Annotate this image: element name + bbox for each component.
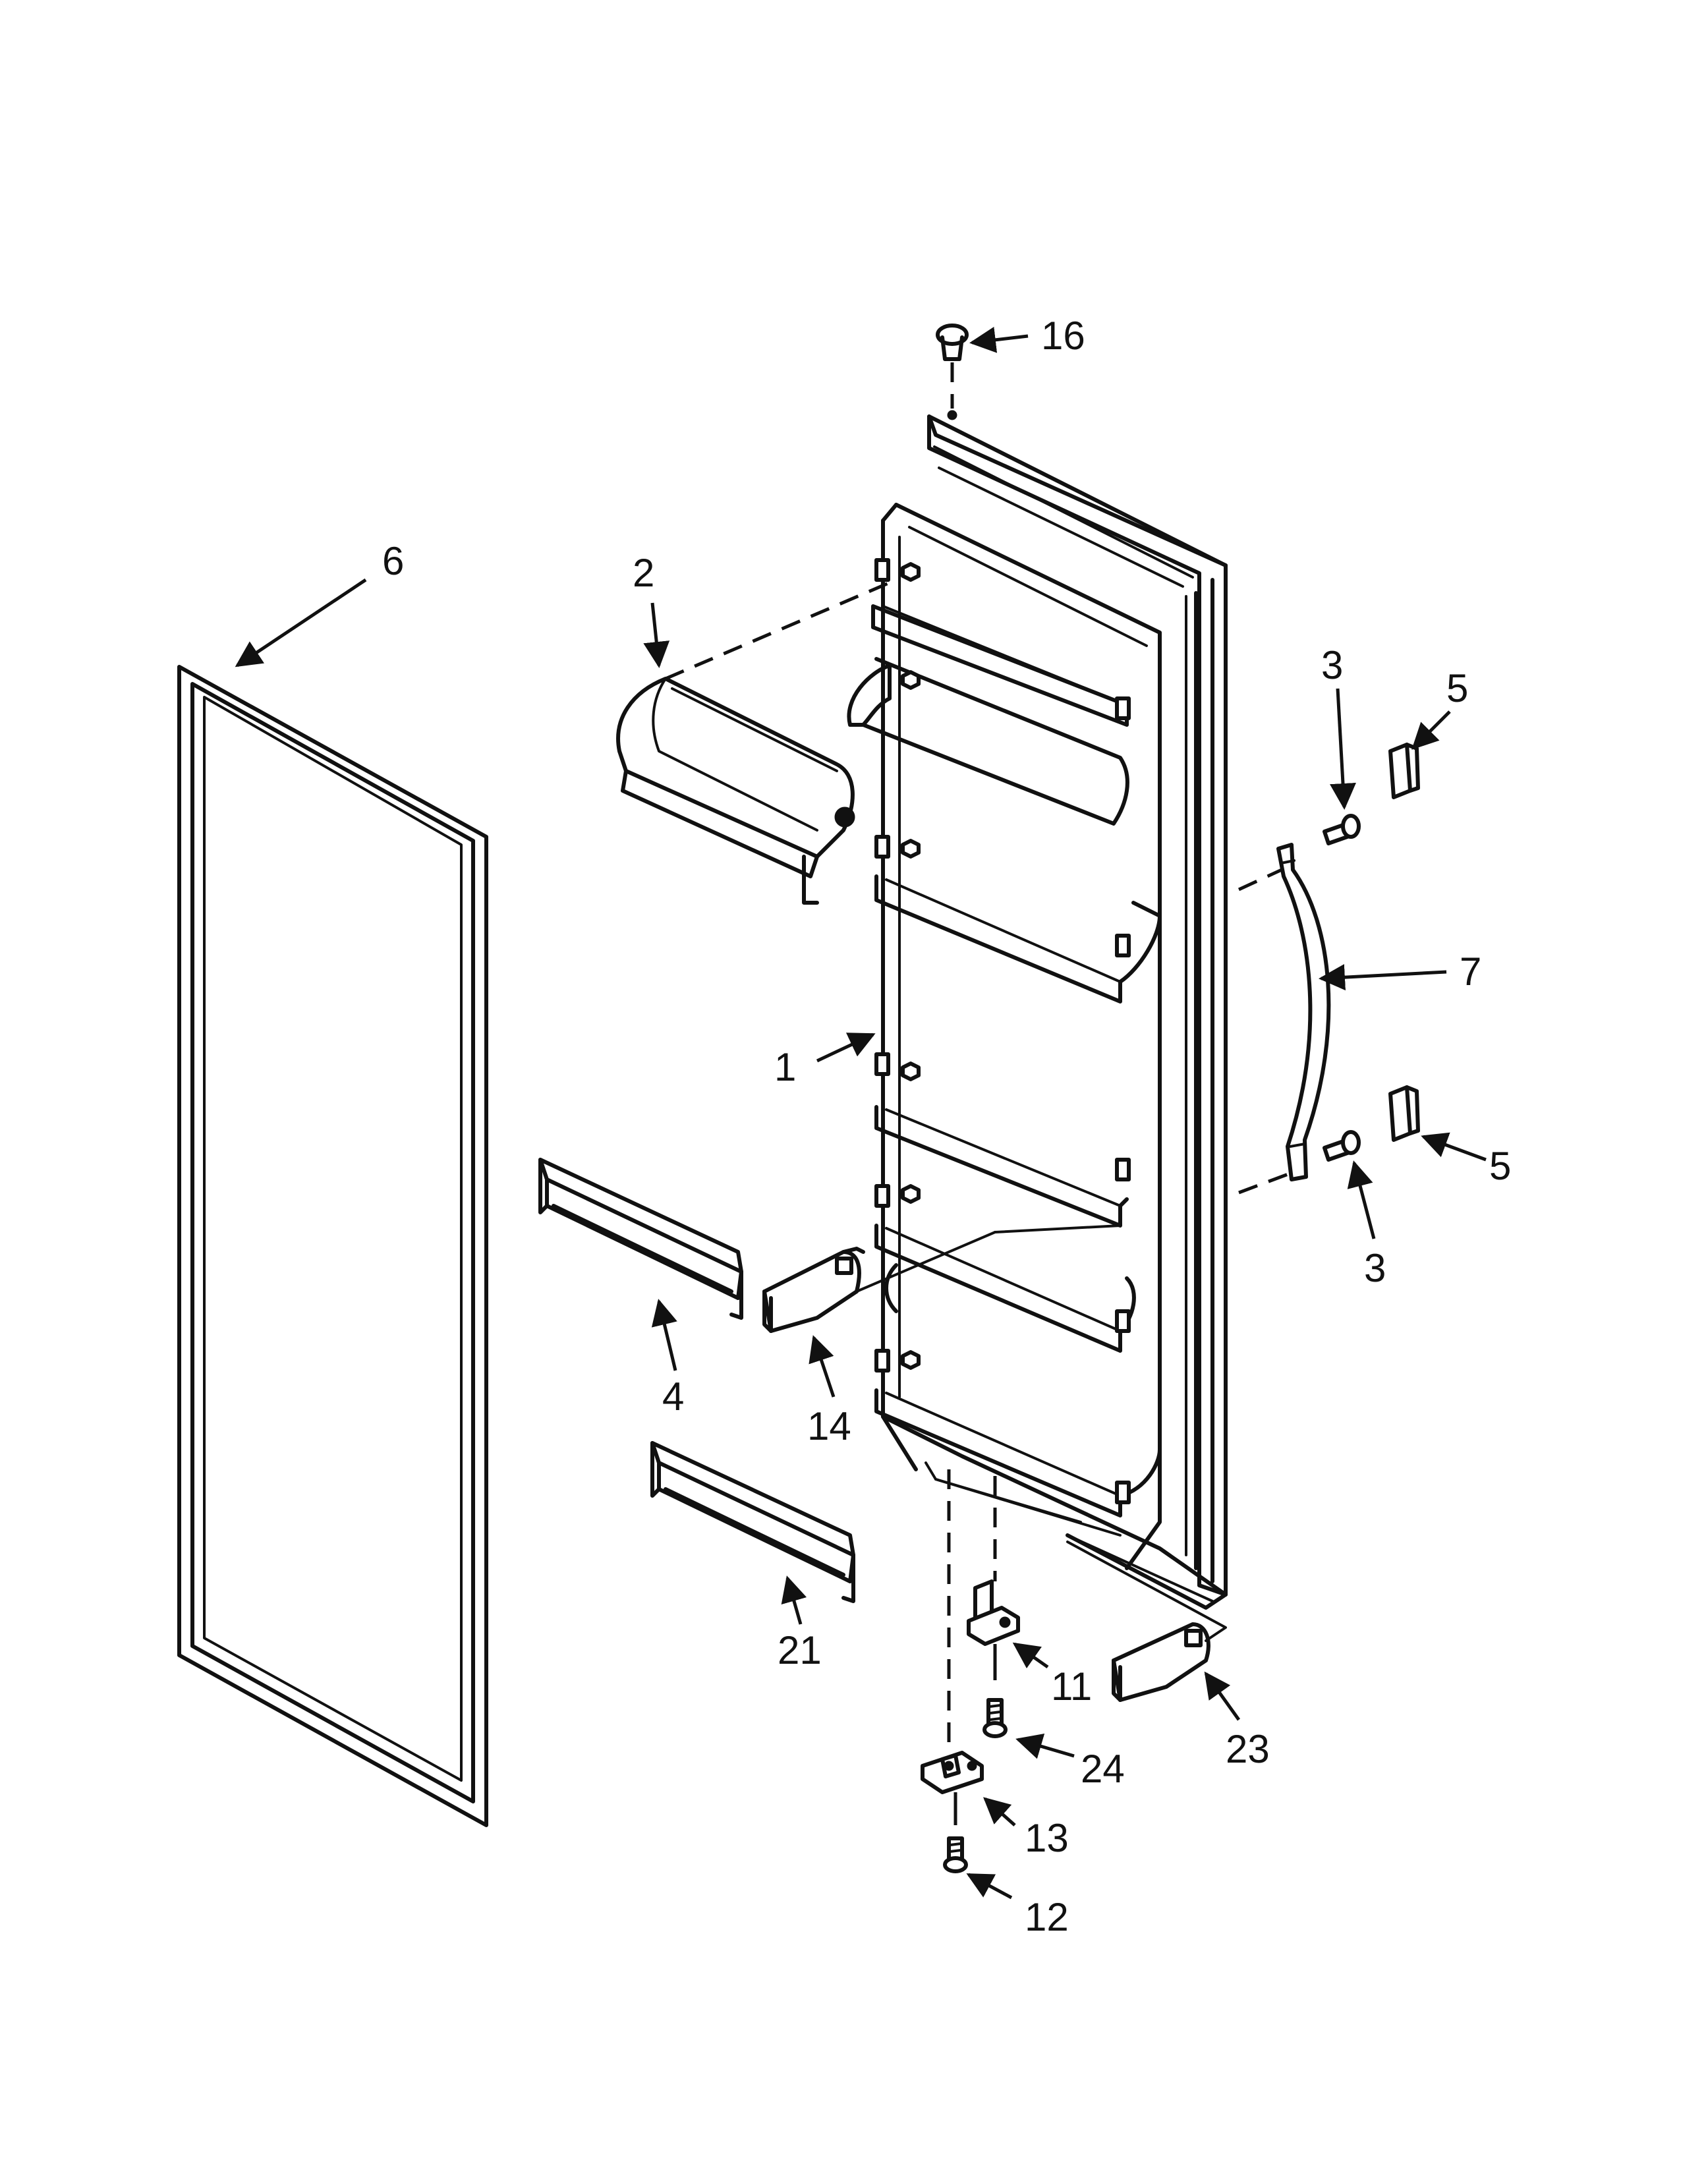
callout-13: 13	[1025, 1816, 1069, 1860]
shelf-end-cap-part-23	[1066, 1541, 1227, 1702]
handle-end-cap-part-5-top	[1388, 743, 1420, 799]
callout-1: 1	[774, 1045, 796, 1089]
leader-16	[969, 326, 1029, 353]
screw-part-12	[943, 1836, 968, 1873]
callout-3-bottom: 3	[1364, 1246, 1386, 1290]
leader-arrows	[235, 326, 1487, 1900]
shelf-retainer-bar-part-21	[650, 1441, 855, 1603]
shelf-end-cap-part-14	[762, 1231, 996, 1333]
door-plug-part-16	[936, 324, 969, 420]
callout-21: 21	[778, 1628, 822, 1672]
hinge-part-11	[967, 1476, 1020, 1680]
callout-11: 11	[1051, 1664, 1092, 1709]
leader-14	[809, 1335, 836, 1398]
screw-part-24	[982, 1698, 1008, 1738]
handle-screw-part-3-top	[1323, 814, 1361, 845]
shelf-retainer-bar-part-4	[538, 1158, 743, 1320]
callout-23: 23	[1226, 1727, 1270, 1771]
leader-3-top	[1330, 688, 1356, 810]
handle-screw-part-3-bottom	[1323, 1130, 1361, 1162]
hinge-part-13	[921, 1469, 984, 1825]
callout-16: 16	[1041, 314, 1085, 358]
callout-12: 12	[1025, 1895, 1069, 1939]
leader-11	[1012, 1642, 1049, 1669]
leader-24	[1015, 1733, 1075, 1759]
callout-14: 14	[807, 1404, 851, 1448]
leader-13	[983, 1797, 1016, 1827]
leader-1	[816, 1033, 876, 1063]
door-liner-part-1	[847, 414, 1228, 1610]
leader-2	[643, 602, 670, 668]
handle-end-cap-part-5-bottom	[1388, 1085, 1420, 1142]
dairy-door-part-2	[616, 578, 897, 905]
leader-5-bottom	[1421, 1132, 1487, 1162]
leader-5-top	[1411, 710, 1451, 750]
callout-2: 2	[633, 551, 654, 595]
callout-4: 4	[662, 1374, 684, 1419]
leader-7	[1319, 964, 1447, 991]
door-handle-part-7	[1238, 843, 1331, 1195]
callout-7: 7	[1460, 949, 1481, 994]
callout-5-top: 5	[1446, 666, 1468, 710]
door-gasket-part-6	[177, 665, 488, 1827]
leader-4	[651, 1299, 677, 1371]
leader-23	[1204, 1671, 1241, 1721]
leader-3-bottom	[1347, 1160, 1376, 1239]
callout-3-top: 3	[1321, 643, 1343, 687]
callout-24: 24	[1081, 1747, 1125, 1791]
leader-21	[781, 1575, 807, 1625]
leader-12	[966, 1873, 1013, 1900]
callout-labels: 16 6 2 1 3 5 7 5 3 4 14 21 11 23 24 13 1…	[382, 314, 1511, 1939]
leader-6	[235, 578, 367, 667]
callout-5-bottom: 5	[1489, 1144, 1511, 1188]
callout-6: 6	[382, 539, 404, 583]
